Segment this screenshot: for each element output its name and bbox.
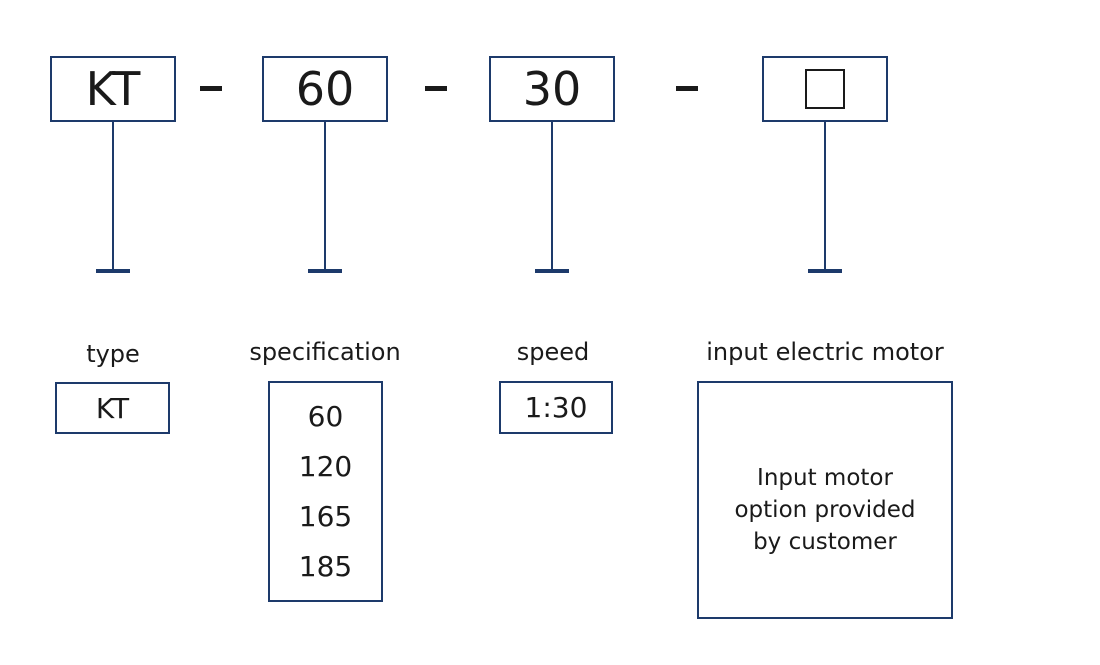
code-specification-value: 60: [295, 62, 355, 116]
code-motor-box: [762, 56, 888, 122]
empty-square-icon: [805, 69, 845, 109]
connector-stem-motor: [824, 122, 826, 272]
connector-stem-type: [112, 122, 114, 272]
connector-stem-speed: [551, 122, 553, 272]
field-label-speed: speed: [516, 338, 590, 366]
motor-description-line: option provided: [734, 497, 916, 523]
motor-description-line: Input motor: [757, 465, 893, 491]
field-label-motor: input electric motor: [706, 338, 944, 366]
connector-foot-motor: [808, 269, 842, 273]
specification-option: 185: [298, 550, 353, 584]
connector-foot-specification: [308, 269, 342, 273]
field-label-specification: specification: [249, 338, 401, 366]
code-speed-box: 30: [489, 56, 615, 122]
speed-options-box: 1:30: [499, 381, 613, 434]
motor-options-box: Input motor option provided by customer: [697, 381, 953, 619]
code-type-box: KT: [50, 56, 176, 122]
separator-dash-1: [200, 86, 222, 91]
specification-option: 120: [298, 449, 353, 483]
separator-dash-2: [425, 86, 447, 91]
motor-description-line: by customer: [753, 529, 897, 555]
code-specification-box: 60: [262, 56, 388, 122]
type-option: KT: [95, 391, 130, 425]
connector-foot-speed: [535, 269, 569, 273]
field-label-type: type: [86, 340, 140, 368]
type-options-box: KT: [55, 382, 170, 434]
specification-option: 165: [298, 500, 353, 534]
code-type-value: KT: [85, 62, 141, 116]
connector-foot-type: [96, 269, 130, 273]
speed-option: 1:30: [524, 391, 588, 424]
specification-options-box: 60 120 165 185: [268, 381, 383, 602]
code-speed-value: 30: [522, 62, 582, 116]
separator-dash-3: [676, 86, 698, 91]
specification-option: 60: [307, 399, 344, 433]
motor-description: Input motor option provided by customer: [734, 462, 915, 558]
connector-stem-specification: [324, 122, 326, 272]
